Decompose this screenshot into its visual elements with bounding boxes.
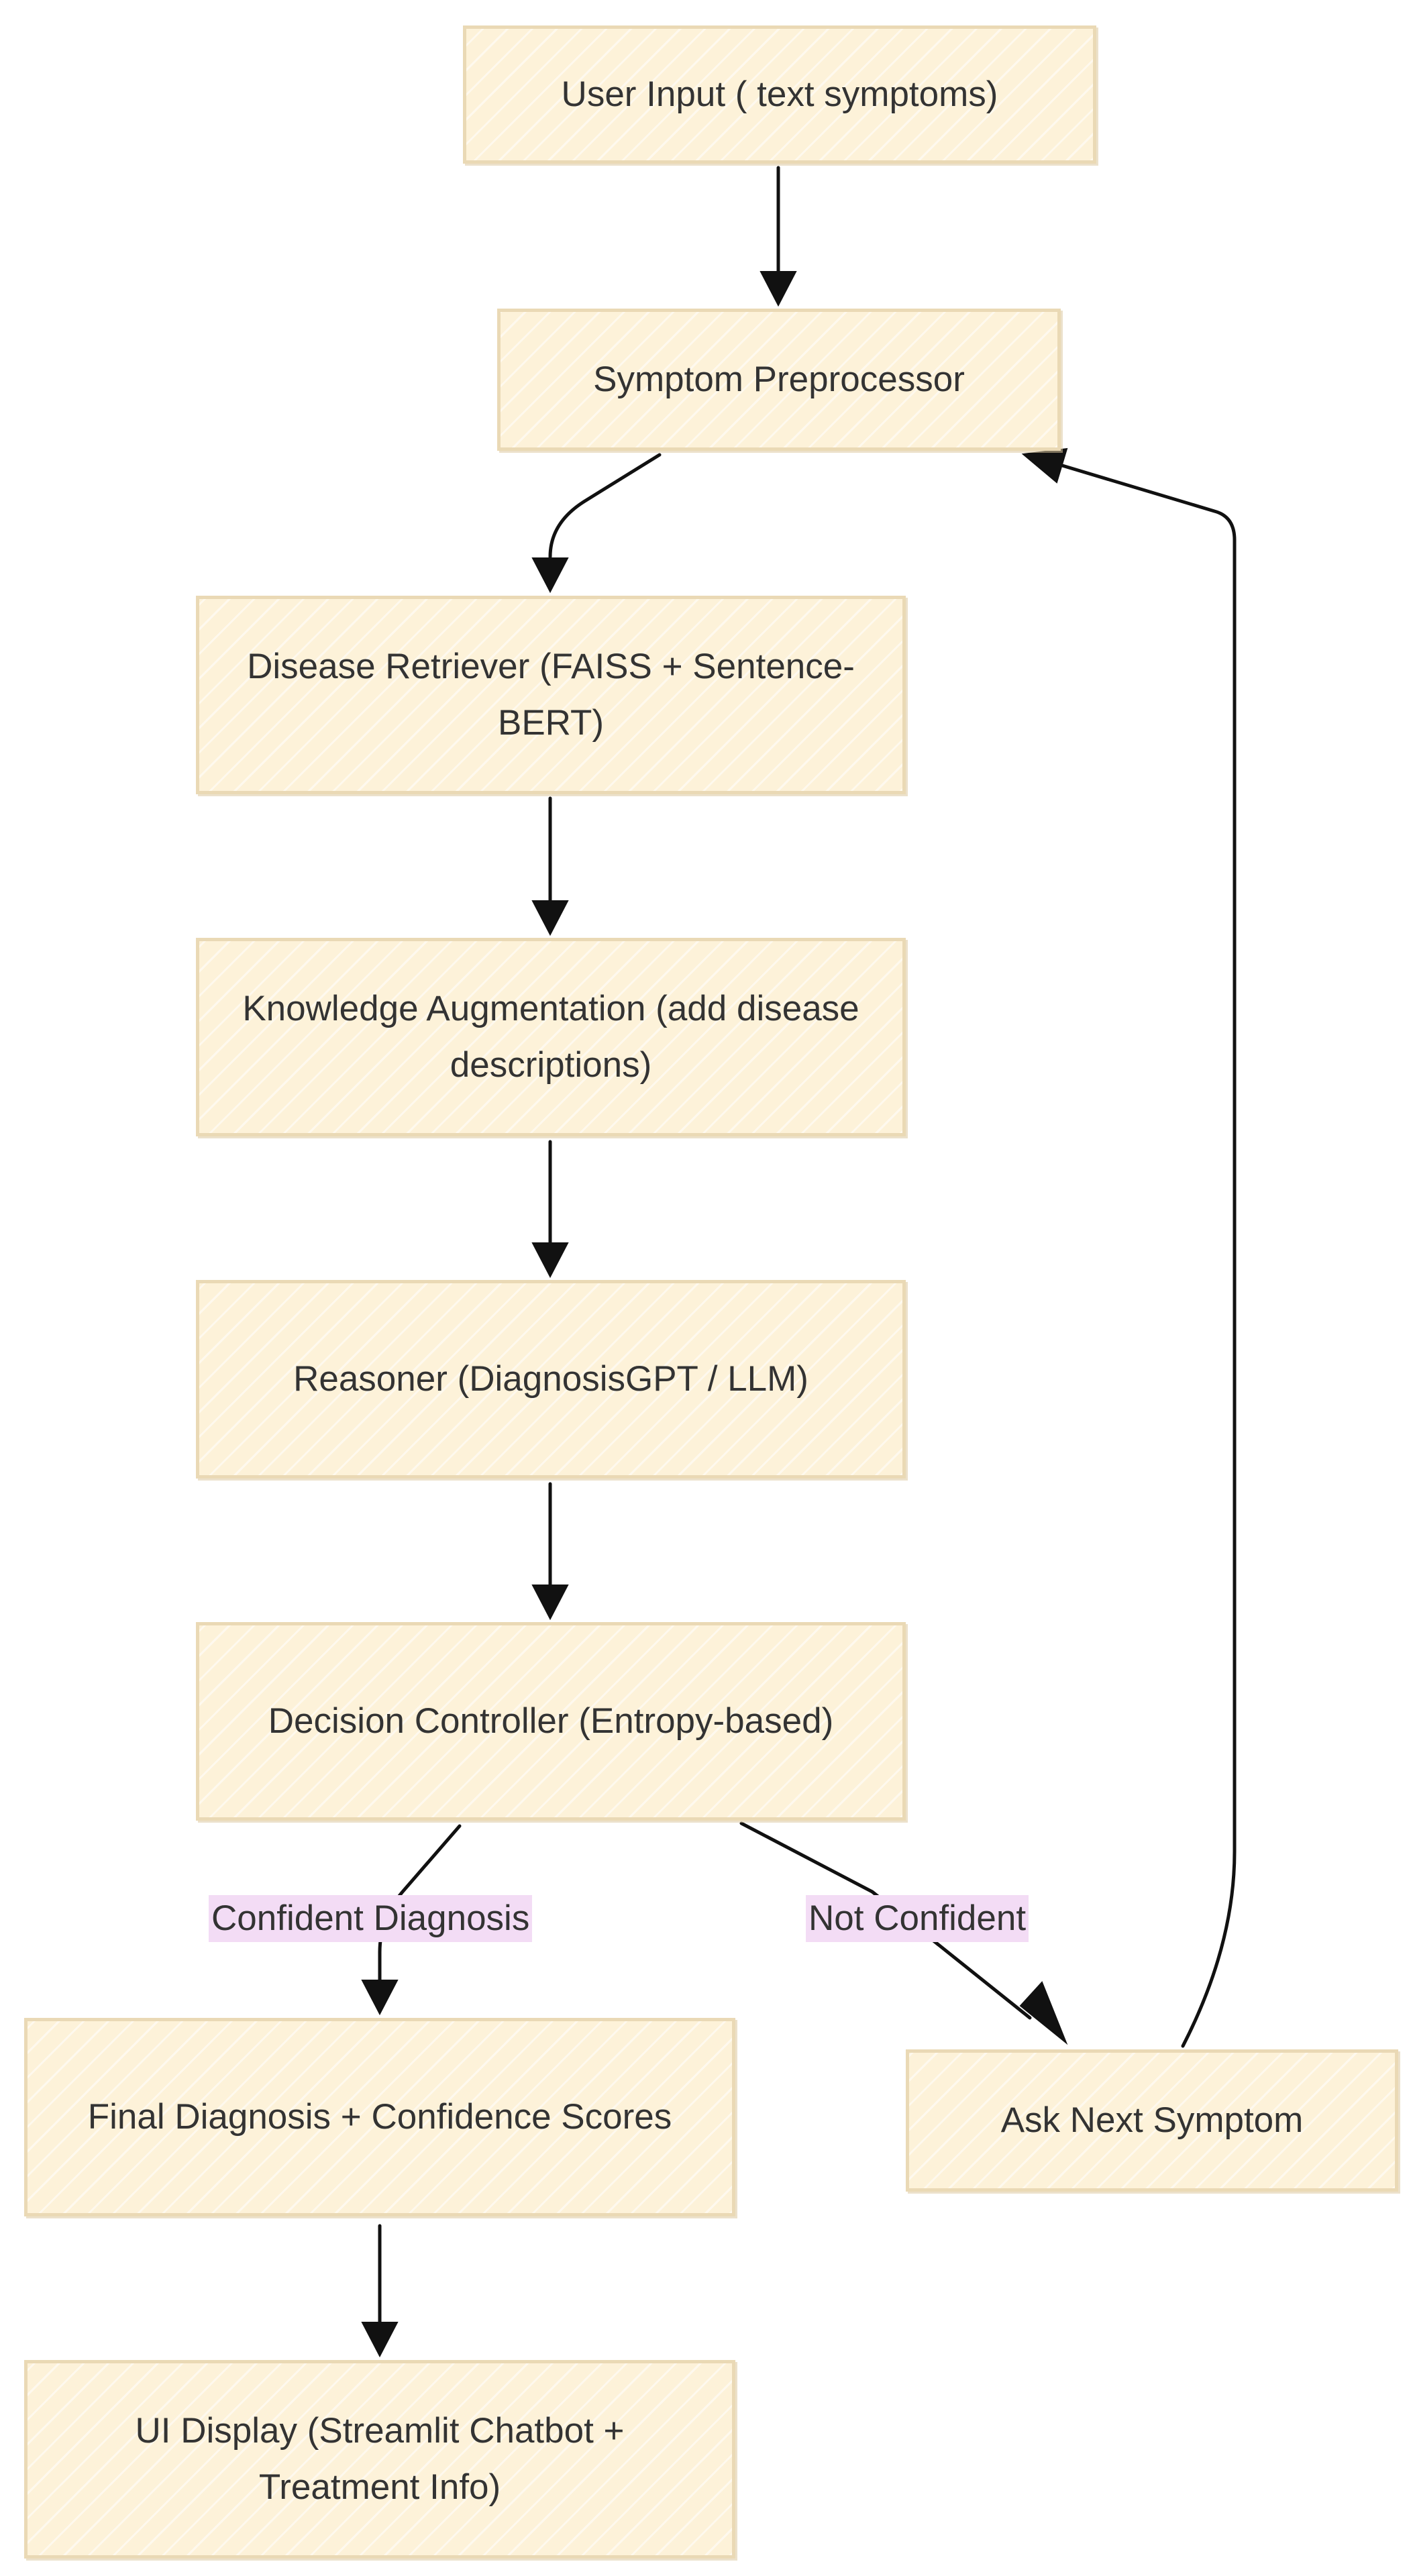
- node-ui-display: UI Display (Streamlit Chatbot + Treatmen…: [24, 2360, 735, 2559]
- edge-preprocessor-to-retriever: [531, 453, 662, 594]
- node-reasoner-label: Reasoner (DiagnosisGPT / LLM): [293, 1359, 808, 1399]
- node-ask-next-symptom: Ask Next Symptom: [906, 2049, 1398, 2192]
- node-final-diagnosis-label: Final Diagnosis + Confidence Scores: [87, 2097, 672, 2137]
- edge-decision-to-ask-next: [739, 1821, 1068, 2045]
- node-ui-display-label: UI Display (Streamlit Chatbot + Treatmen…: [135, 2411, 625, 2507]
- edge-ask-next-to-preprocessor: [1021, 447, 1237, 2048]
- node-user-input-label: User Input ( text symptoms): [561, 74, 998, 114]
- node-decision-controller-label: Decision Controller (Entropy-based): [268, 1701, 834, 1741]
- edge-retriever-to-augmentation: [531, 796, 569, 936]
- node-final-diagnosis: Final Diagnosis + Confidence Scores: [24, 2018, 735, 2216]
- node-ask-next-symptom-label: Ask Next Symptom: [1000, 2100, 1304, 2140]
- node-knowledge-augmentation: Knowledge Augmentation (add disease desc…: [196, 938, 906, 1136]
- node-disease-retriever-label: Disease Retriever (FAISS + Sentence-BERT…: [247, 647, 855, 743]
- edge-user-input-to-preprocessor: [760, 166, 797, 307]
- node-symptom-preprocessor-label: Symptom Preprocessor: [593, 360, 965, 399]
- node-disease-retriever: Disease Retriever (FAISS + Sentence-BERT…: [196, 596, 906, 794]
- node-decision-controller: Decision Controller (Entropy-based): [196, 1622, 906, 1821]
- node-knowledge-augmentation-label: Knowledge Augmentation (add disease desc…: [242, 989, 859, 1085]
- edge-label-confident-diagnosis: Confident Diagnosis: [209, 1895, 533, 1942]
- node-user-input: User Input ( text symptoms): [463, 25, 1096, 164]
- edge-augmentation-to-reasoner: [531, 1140, 569, 1279]
- edge-label-not-confident: Not Confident: [806, 1895, 1029, 1942]
- edge-final-to-ui-display: [361, 2224, 399, 2358]
- edge-reasoner-to-decision: [531, 1482, 569, 1621]
- node-reasoner: Reasoner (DiagnosisGPT / LLM): [196, 1280, 906, 1479]
- node-symptom-preprocessor: Symptom Preprocessor: [497, 309, 1061, 451]
